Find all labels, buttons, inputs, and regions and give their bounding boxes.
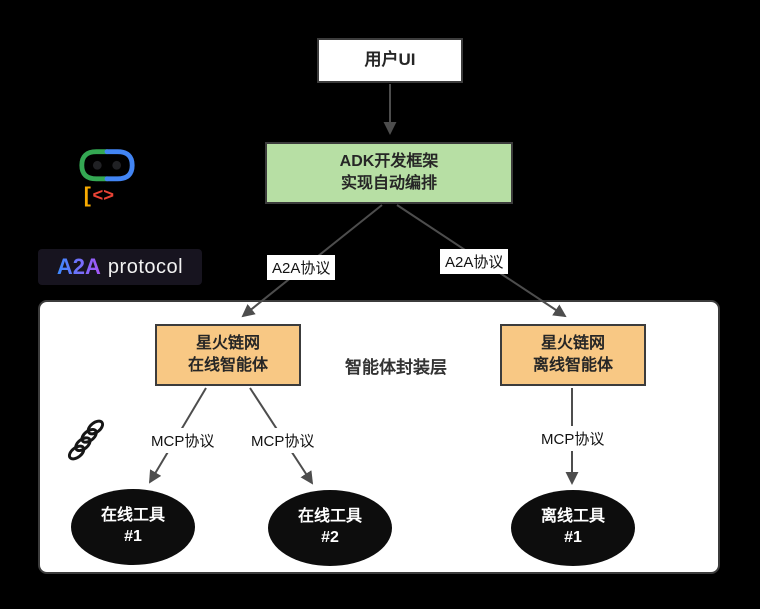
edge-label-a2a-left: A2A协议 (267, 255, 336, 280)
edge-label-mcp-right: MCP协议 (536, 426, 610, 451)
svg-text:[: [ (84, 183, 91, 207)
online-tool-2-node: 在线工具 #2 (268, 490, 392, 566)
offline-agent-line2: 离线智能体 (532, 357, 613, 374)
online-tool-1-line1: 在线工具 (100, 507, 165, 525)
online-tool-1-node: 在线工具 #1 (71, 489, 195, 565)
online-agent-line1: 星火链网 (195, 335, 260, 353)
online-agent-node: 星火链网 在线智能体 (155, 324, 301, 386)
user-ui-label: 用户UI (364, 50, 416, 70)
mcp-icon (63, 415, 109, 465)
offline-tool-1-node: 离线工具 #1 (511, 490, 635, 566)
adk-label-line2: 实现自动编排 (340, 175, 437, 192)
svg-text:<>: <> (92, 184, 113, 205)
encapsulation-layer-label: 智能体封装层 (345, 358, 447, 377)
online-tool-2-line1: 在线工具 (297, 508, 362, 526)
adk-framework-node: ADK开发框架 实现自动编排 (265, 142, 513, 204)
offline-tool-1-line1: 离线工具 (540, 508, 605, 526)
offline-tool-1-line2: #1 (564, 529, 582, 546)
a2a-logo-suffix: protocol (107, 255, 184, 278)
edge-label-a2a-right: A2A协议 (440, 249, 509, 274)
edge-label-mcp-left-2: MCP协议 (246, 428, 320, 453)
online-agent-line2: 在线智能体 (187, 357, 268, 374)
offline-agent-line1: 星火链网 (540, 335, 605, 353)
online-tool-1-line2: #1 (124, 528, 142, 545)
adk-label-line1: ADK开发框架 (339, 153, 439, 171)
user-ui-node: 用户UI (317, 38, 463, 83)
offline-agent-node: 星火链网 离线智能体 (500, 324, 646, 386)
online-tool-2-line2: #2 (321, 529, 339, 546)
a2a-protocol-logo: A2A protocol (38, 249, 202, 285)
edge-label-mcp-left-1: MCP协议 (146, 428, 220, 453)
adk-robot-icon: [ <> (76, 141, 138, 207)
a2a-logo-brand: A2A (56, 254, 101, 279)
